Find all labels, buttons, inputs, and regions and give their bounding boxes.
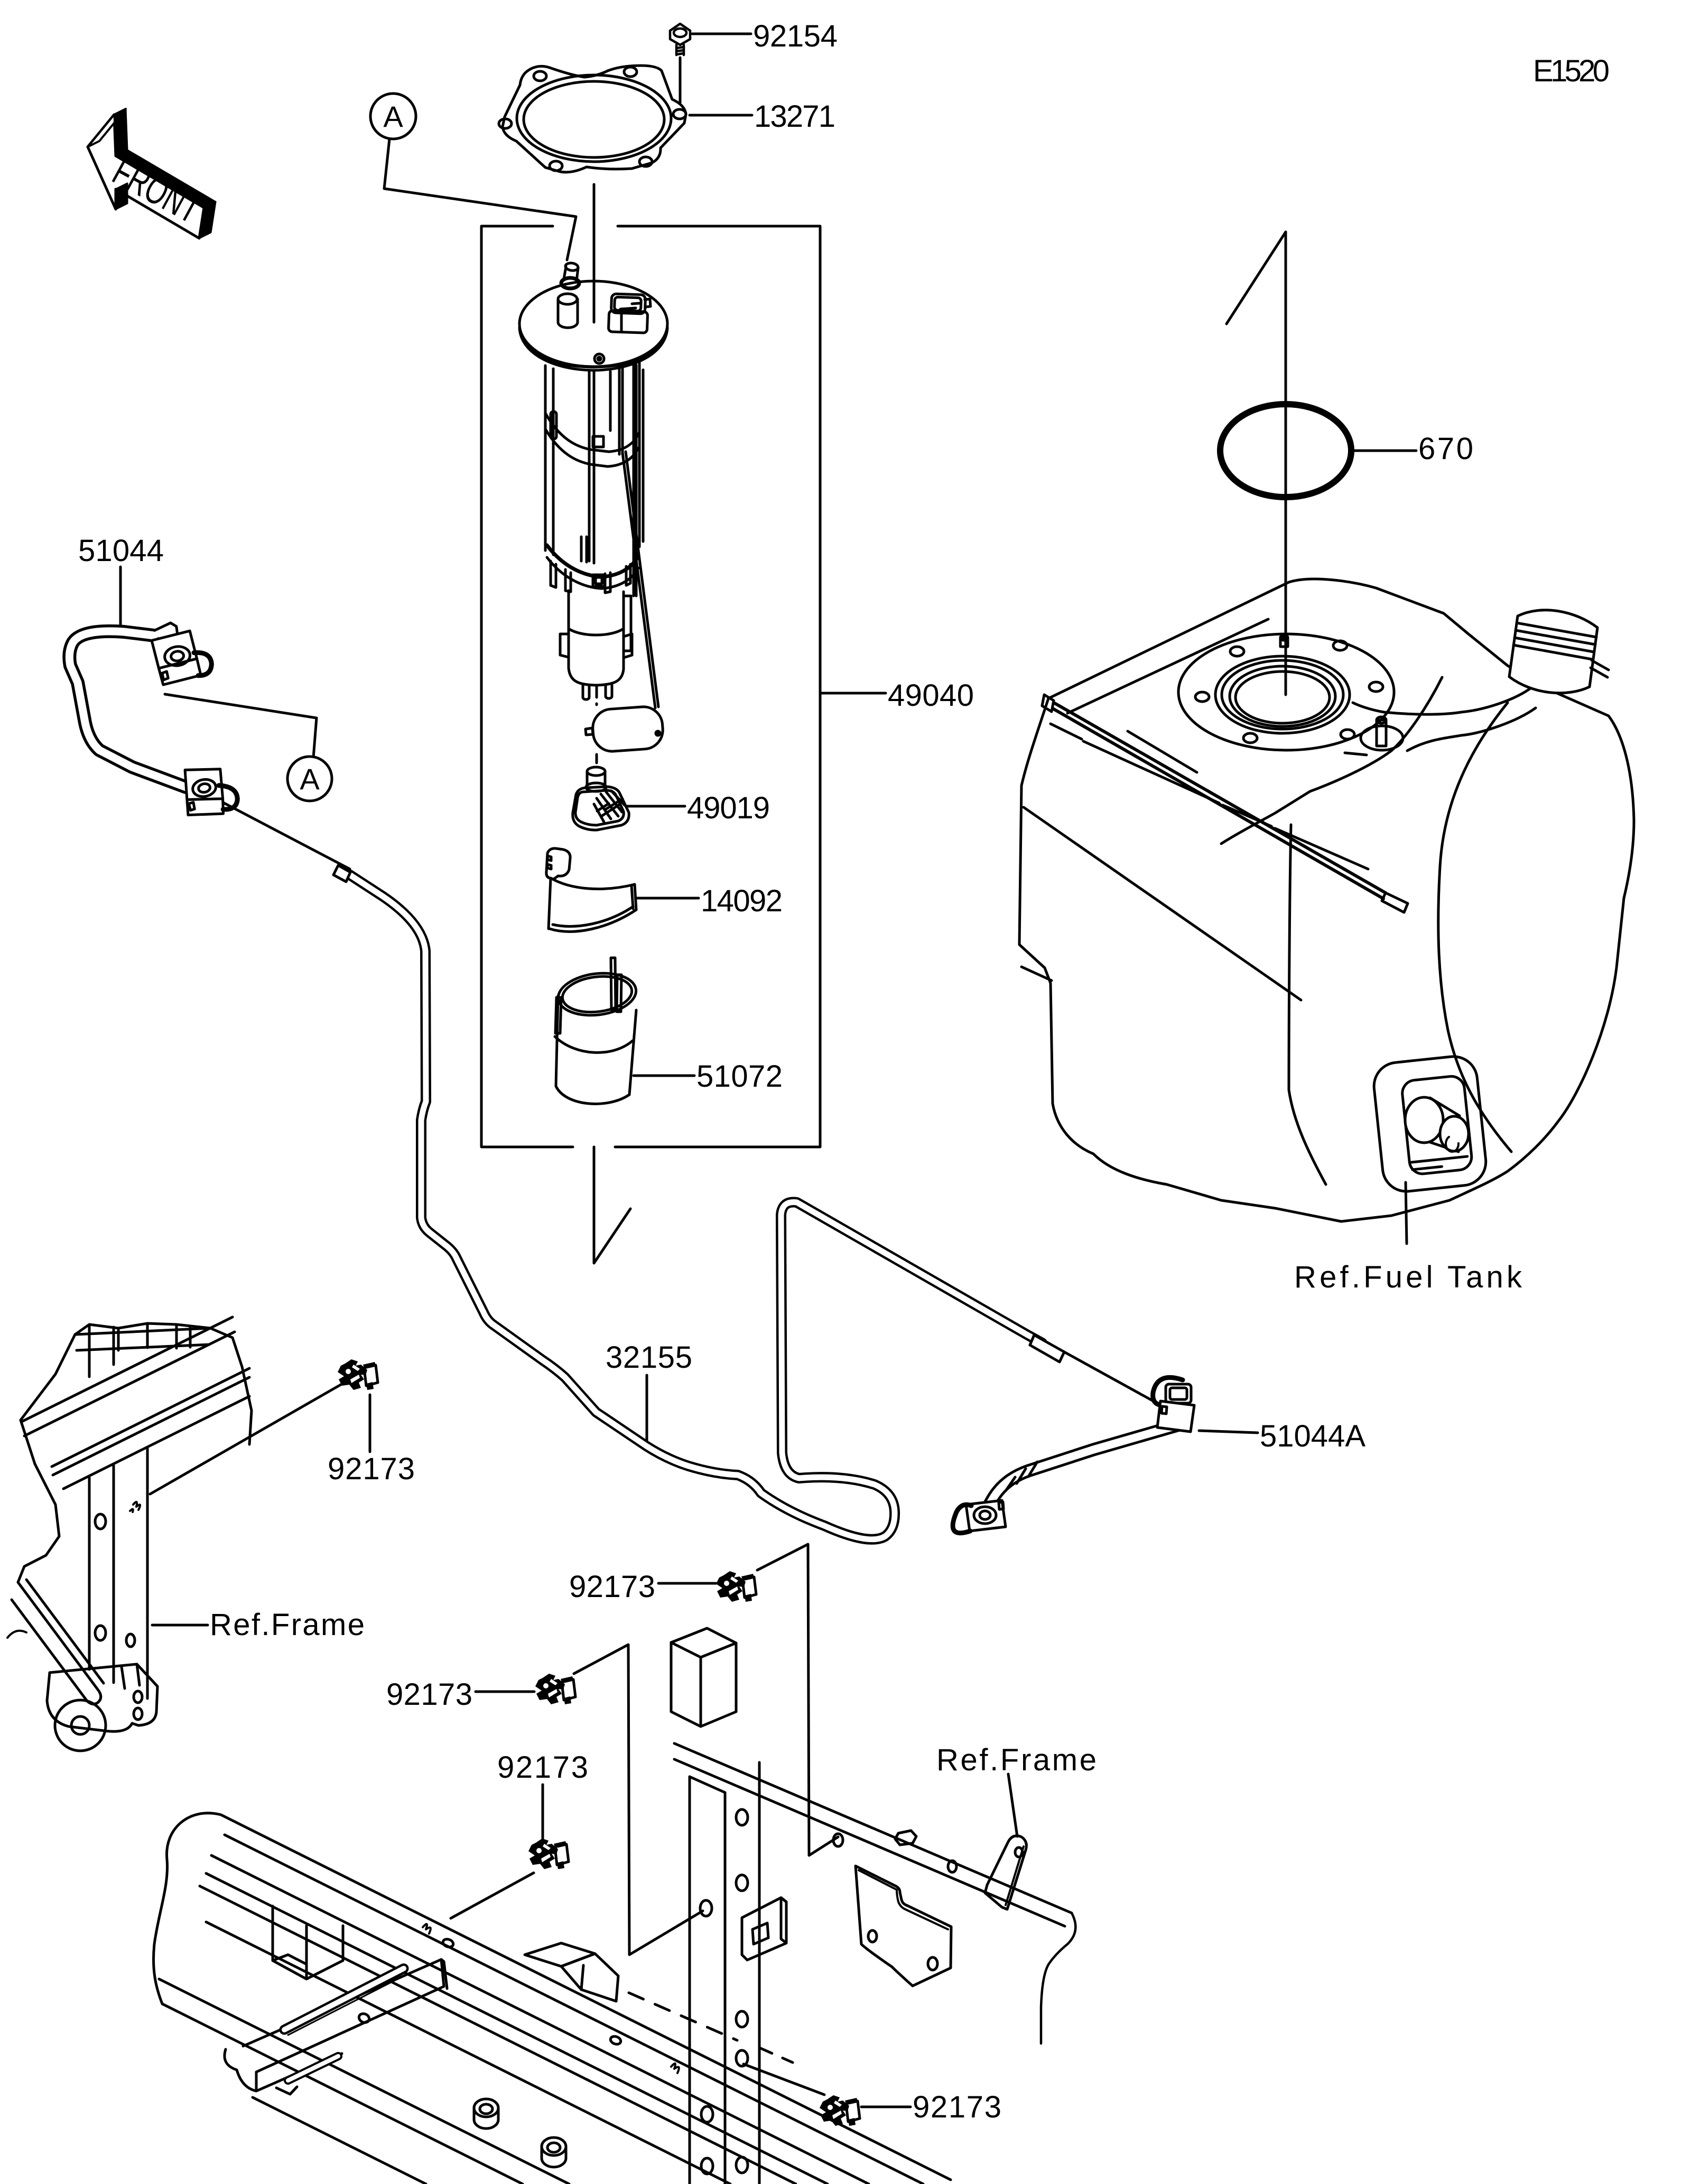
svg-text:Ref.Fuel Tank: Ref.Fuel Tank: [1294, 1260, 1522, 1294]
svg-text:92173: 92173: [328, 1452, 415, 1486]
svg-text:49040: 49040: [888, 678, 974, 713]
svg-text:51044A: 51044A: [1260, 1419, 1365, 1453]
svg-text:51072: 51072: [696, 1059, 783, 1094]
svg-text:92173: 92173: [497, 1750, 588, 1785]
svg-text:92154: 92154: [753, 19, 838, 53]
svg-text:14092: 14092: [701, 884, 783, 918]
svg-text:A: A: [300, 762, 320, 796]
svg-text:92173: 92173: [569, 1570, 655, 1604]
svg-text:Ref.Frame: Ref.Frame: [210, 1608, 365, 1642]
svg-text:92173: 92173: [386, 1677, 472, 1712]
svg-text:49019: 49019: [687, 791, 770, 825]
svg-text:13271: 13271: [754, 99, 835, 134]
svg-text:670: 670: [1418, 432, 1473, 466]
svg-text:E1520: E1520: [1533, 54, 1610, 88]
svg-text:92173: 92173: [913, 2090, 1001, 2124]
svg-text:51044: 51044: [78, 534, 164, 568]
svg-text:Ref.Frame: Ref.Frame: [936, 1743, 1097, 1777]
svg-text:FRONT: FRONT: [106, 149, 208, 231]
svg-text:32155: 32155: [606, 1340, 692, 1375]
svg-text:A: A: [383, 100, 403, 133]
